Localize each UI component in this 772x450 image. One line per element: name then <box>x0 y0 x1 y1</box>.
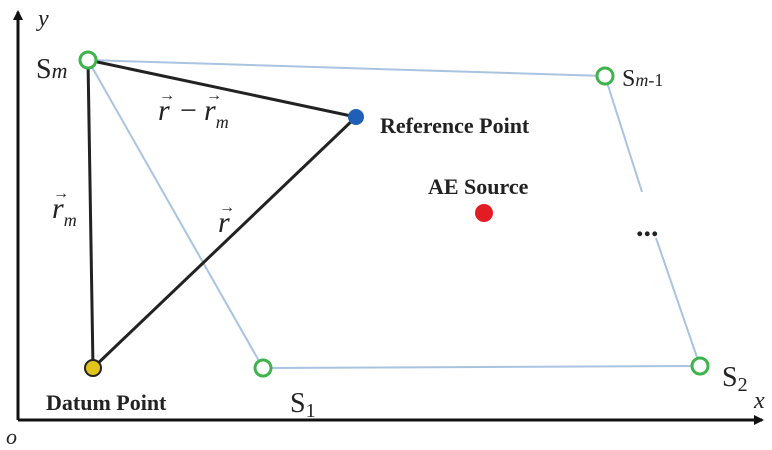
vector-r-minus-rm-label: r → − rm → <box>158 87 229 132</box>
ae-source-label: AE Source <box>428 174 529 199</box>
datum-point-dot <box>84 359 102 377</box>
vector-r-minus-rm-line <box>87 58 357 119</box>
sensor-s1 <box>253 358 273 378</box>
sensor-s2-label: S2 <box>722 362 748 396</box>
sensor-sm-1-label: Sm-1 <box>622 66 663 92</box>
sensor-sm-1 <box>595 66 615 86</box>
sensor-sm-label: Sm <box>36 54 67 85</box>
rm-arrow: → <box>53 185 69 202</box>
reference-point-dot <box>348 109 364 125</box>
reference-point-label: Reference Point <box>380 113 530 138</box>
outline-right-upper <box>604 75 643 193</box>
outline-right-lower <box>655 237 701 367</box>
outline-top <box>87 59 606 77</box>
diff-minus: − <box>180 94 197 127</box>
origin-label: o <box>6 424 17 449</box>
ellipsis: ... <box>636 210 659 243</box>
x-axis-label: x <box>753 388 765 414</box>
sensor-sm <box>78 50 98 70</box>
r-symbol: r <box>218 206 230 239</box>
diff-r-symbol: r <box>158 94 170 127</box>
outline-diagonal <box>87 59 264 369</box>
vector-rm-line <box>86 59 95 369</box>
y-axis-label: y <box>36 6 49 32</box>
datum-point-label: Datum Point <box>46 390 167 415</box>
sensor-s1-label: S1 <box>290 388 316 422</box>
diff-rm-symbol: rm <box>204 94 229 132</box>
diff-rm-arrow: → <box>206 87 222 104</box>
diff-r-arrow: → <box>159 87 175 104</box>
vector-r-label: r → <box>218 199 235 239</box>
outline-bottom <box>262 365 701 369</box>
ae-source-dot <box>475 204 493 222</box>
rm-symbol: rm <box>52 192 77 230</box>
vector-r-line <box>91 115 358 370</box>
vector-rm-label: rm → <box>52 185 77 230</box>
sensor-s2 <box>690 356 710 376</box>
r-arrow: → <box>219 199 235 216</box>
